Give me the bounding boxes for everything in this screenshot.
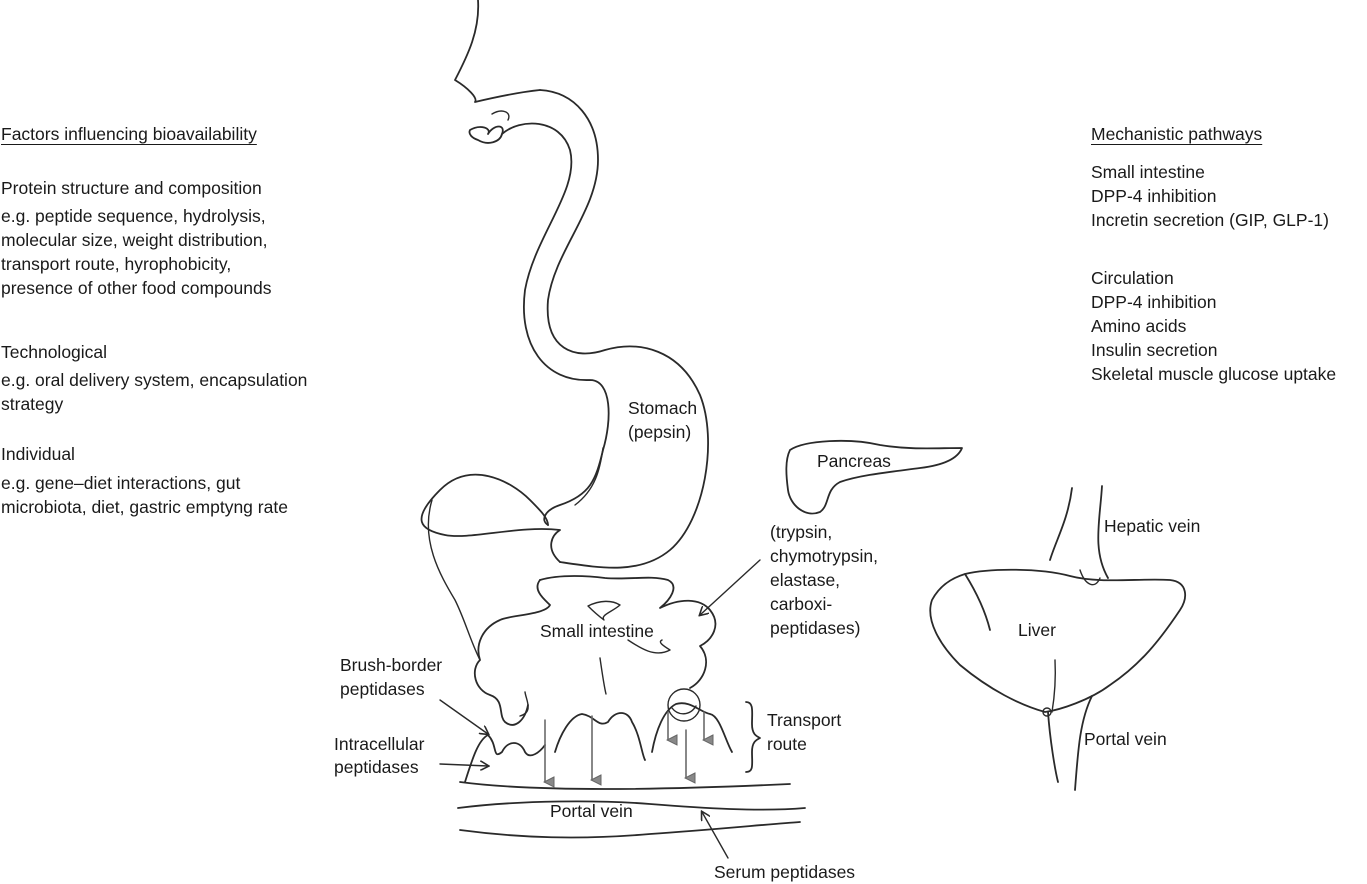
tech-line-2: strategy xyxy=(1,394,64,414)
portal-vein-liver xyxy=(1042,695,1093,791)
protein-line-2: molecular size, weight distribution, xyxy=(1,230,268,250)
enzyme-label-4: carboxi- xyxy=(770,594,832,614)
enzyme-label-5: peptidases) xyxy=(770,618,860,638)
mouth-outline xyxy=(454,0,541,144)
protein-line-1: e.g. peptide sequence, hydrolysis, xyxy=(1,206,266,226)
protein-title: Protein structure and composition xyxy=(1,178,262,198)
brush-border-label-2: peptidases xyxy=(340,679,425,699)
transport-label-1: Transport xyxy=(767,710,841,730)
small-intestine-outline xyxy=(473,575,717,726)
intracellular-label-1: Intracellular xyxy=(334,734,425,754)
portal-vein-liver-label: Portal vein xyxy=(1084,729,1167,749)
si-line-3: Incretin secretion (GIP, GLP-1) xyxy=(1091,210,1329,230)
indiv-line-1: e.g. gene–diet interactions, gut xyxy=(1,473,241,493)
enzyme-label-3: elastase, xyxy=(770,570,840,590)
pancreas-label: Pancreas xyxy=(817,451,891,471)
mechanisms-heading: Mechanistic pathways xyxy=(1091,124,1263,144)
portal-vein-gut-label: Portal vein xyxy=(550,801,633,821)
tech-title: Technological xyxy=(1,342,108,362)
enzyme-label-2: chymotrypsin, xyxy=(770,546,878,566)
brush-border-arrow xyxy=(439,699,488,734)
stomach-label: Stomach xyxy=(628,398,697,418)
intracellular-arrow xyxy=(439,764,488,766)
circ-line-5: Skeletal muscle glucose uptake xyxy=(1091,364,1337,384)
intestinal-villi xyxy=(459,688,791,790)
circ-line-4: Insulin secretion xyxy=(1091,340,1218,360)
factors-heading: Factors influencing bioavailability xyxy=(1,124,257,144)
liver-outline xyxy=(929,568,1186,713)
enzyme-label-1: (trypsin, xyxy=(770,522,832,542)
protein-line-3: transport route, hyrophobicity, xyxy=(1,254,232,274)
pepsin-label: (pepsin) xyxy=(628,422,691,442)
serum-peptidases-label: Serum peptidases xyxy=(714,862,855,882)
brush-border-label-1: Brush-border xyxy=(340,655,442,675)
indiv-title: Individual xyxy=(1,444,75,464)
portal-vein-gut xyxy=(457,800,806,839)
si-line-2: DPP-4 inhibition xyxy=(1091,186,1217,206)
si-line-1: Small intestine xyxy=(1091,162,1205,182)
circ-line-2: DPP-4 inhibition xyxy=(1091,292,1217,312)
pancreas-outline xyxy=(785,439,963,515)
intracellular-label-2: peptidases xyxy=(334,757,419,777)
transport-arrows xyxy=(545,711,704,782)
liver-label: Liver xyxy=(1018,620,1056,640)
enzyme-arrow xyxy=(700,559,761,615)
serum-arrow xyxy=(702,812,729,859)
hepatic-vein-label: Hepatic vein xyxy=(1104,516,1200,536)
small-intestine-label: Small intestine xyxy=(540,621,654,641)
tech-line-1: e.g. oral delivery system, encapsulation xyxy=(1,370,308,390)
transport-brace xyxy=(745,701,761,773)
label-arrows xyxy=(439,559,761,859)
esophagus-stomach-outline xyxy=(420,89,709,661)
circ-line-3: Amino acids xyxy=(1091,316,1187,336)
transport-label-2: route xyxy=(767,734,807,754)
circ-line-1: Circulation xyxy=(1091,268,1174,288)
indiv-line-2: microbiota, diet, gastric emptyng rate xyxy=(1,497,288,517)
hepatic-vein xyxy=(1049,485,1109,586)
protein-line-4: presence of other food compounds xyxy=(1,278,272,298)
